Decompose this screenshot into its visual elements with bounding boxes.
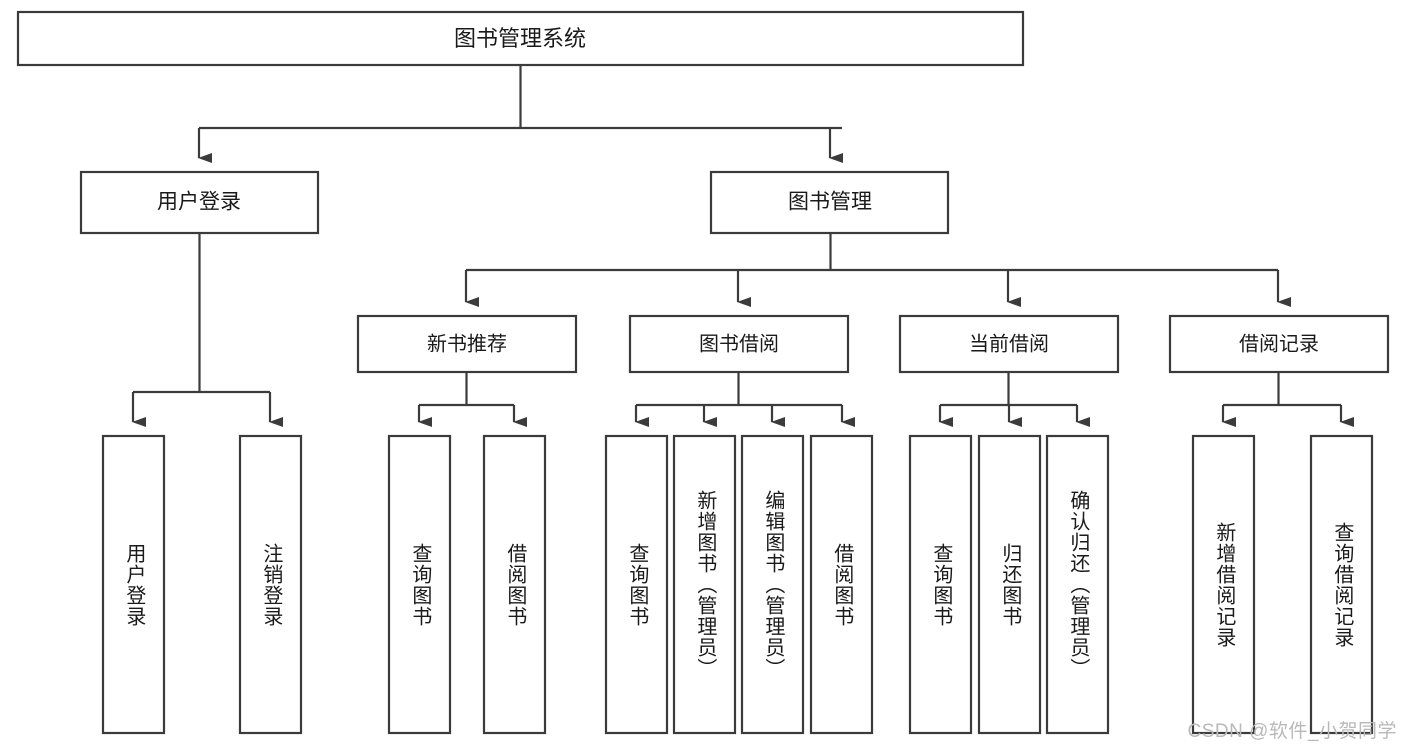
- leaf-current-2-label: 确认归还（管理员）: [1066, 490, 1089, 679]
- leaf-user-login-0-textarea: 用户登录: [122, 542, 145, 627]
- node-borrow-label: 图书借阅: [699, 332, 779, 355]
- leaf-borrow-1-label: 新增图书（管理员）: [693, 490, 716, 679]
- leaf-current-1-label: 归还图书: [998, 542, 1021, 627]
- leaf-borrow-3-label: 借阅图书: [830, 542, 853, 627]
- leaf-current-0-textarea: 查询图书: [929, 542, 952, 627]
- leaf-new-books-0-box[interactable]: [387, 434, 452, 735]
- leaf-borrow-3-textarea: 借阅图书: [830, 542, 853, 627]
- node-root[interactable]: 图书管理系统: [16, 10, 1025, 67]
- leaf-borrow-2-textarea: 编辑图书（管理员）: [761, 490, 784, 679]
- leaf-records-0-textarea: 新增借阅记录: [1212, 521, 1235, 648]
- leaf-borrow-0[interactable]: 查询图书: [604, 434, 669, 735]
- connector-layer: [131, 65, 1354, 427]
- node-borrow-records-label: 借阅记录: [1239, 332, 1319, 355]
- leaf-borrow-1-box[interactable]: [672, 434, 737, 735]
- leaf-new-books-1-box[interactable]: [482, 434, 547, 735]
- leaf-new-books-1-textarea: 借阅图书: [503, 542, 526, 627]
- node-borrow-records[interactable]: 借阅记录: [1168, 314, 1390, 374]
- leaf-current-0-box[interactable]: [908, 434, 973, 735]
- leaf-borrow-1-textarea: 新增图书（管理员）: [693, 490, 716, 679]
- node-user-login-box[interactable]: [79, 170, 320, 235]
- node-user-login[interactable]: 用户登录: [79, 170, 320, 235]
- leaf-current-2-textarea: 确认归还（管理员）: [1066, 490, 1089, 679]
- leaf-new-books-0-label: 查询图书: [408, 542, 431, 627]
- leaf-borrow-3[interactable]: 借阅图书: [809, 434, 874, 735]
- node-user-login-label: 用户登录: [157, 191, 241, 214]
- node-current-borrow-box[interactable]: [898, 314, 1120, 374]
- node-borrow-box[interactable]: [628, 314, 850, 374]
- csdn-watermark: CSDN @软件_小贺同学: [1187, 721, 1397, 742]
- leaf-records-1[interactable]: 查询借阅记录: [1309, 434, 1374, 735]
- node-current-borrow[interactable]: 当前借阅: [898, 314, 1120, 374]
- leaf-current-2-box[interactable]: [1045, 434, 1110, 735]
- leaf-user-login-1-label: 注销登录: [259, 542, 282, 627]
- leaf-borrow-0-textarea: 查询图书: [625, 542, 648, 627]
- leaf-borrow-0-box[interactable]: [604, 434, 669, 735]
- leaf-records-1-label: 查询借阅记录: [1330, 521, 1353, 648]
- node-book-mgmt[interactable]: 图书管理: [709, 170, 950, 235]
- node-borrow[interactable]: 图书借阅: [628, 314, 850, 374]
- node-root-label: 图书管理系统: [454, 26, 586, 51]
- leaf-borrow-2-label: 编辑图书（管理员）: [761, 490, 784, 679]
- node-new-books-label: 新书推荐: [427, 332, 507, 355]
- leaf-records-1-box[interactable]: [1309, 434, 1374, 735]
- leaf-borrow-3-box[interactable]: [809, 434, 874, 735]
- leaf-records-1-textarea: 查询借阅记录: [1330, 521, 1353, 648]
- leaf-borrow-1[interactable]: 新增图书（管理员）: [672, 434, 737, 735]
- leaf-current-1[interactable]: 归还图书: [977, 434, 1042, 735]
- leaf-borrow-0-label: 查询图书: [625, 542, 648, 627]
- leaf-borrow-2[interactable]: 编辑图书（管理员）: [740, 434, 805, 735]
- leaf-records-0-label: 新增借阅记录: [1212, 521, 1235, 648]
- leaf-borrow-2-box[interactable]: [740, 434, 805, 735]
- leaf-current-1-box[interactable]: [977, 434, 1042, 735]
- leaf-current-0-label: 查询图书: [929, 542, 952, 627]
- node-root-box[interactable]: [16, 10, 1025, 67]
- leaf-user-login-0-box[interactable]: [101, 434, 166, 735]
- leaf-records-0-box[interactable]: [1191, 434, 1256, 735]
- leaf-new-books-1-label: 借阅图书: [503, 542, 526, 627]
- leaf-user-login-1-textarea: 注销登录: [259, 542, 282, 627]
- leaf-user-login-0-label: 用户登录: [122, 542, 145, 627]
- node-new-books[interactable]: 新书推荐: [356, 314, 578, 374]
- node-current-borrow-label: 当前借阅: [969, 332, 1049, 355]
- leaf-records-0[interactable]: 新增借阅记录: [1191, 434, 1256, 735]
- node-borrow-records-box[interactable]: [1168, 314, 1390, 374]
- node-book-mgmt-box[interactable]: [709, 170, 950, 235]
- node-book-mgmt-label: 图书管理: [788, 191, 872, 214]
- leaf-new-books-1[interactable]: 借阅图书: [482, 434, 547, 735]
- leaf-current-0[interactable]: 查询图书: [908, 434, 973, 735]
- node-new-books-box[interactable]: [356, 314, 578, 374]
- leaf-current-2[interactable]: 确认归还（管理员）: [1045, 434, 1110, 735]
- leaf-new-books-0[interactable]: 查询图书: [387, 434, 452, 735]
- leaf-current-1-textarea: 归还图书: [998, 542, 1021, 627]
- leaf-new-books-0-textarea: 查询图书: [408, 542, 431, 627]
- leaf-user-login-1[interactable]: 注销登录: [238, 434, 303, 735]
- leaf-user-login-0[interactable]: 用户登录: [101, 434, 166, 735]
- leaf-user-login-1-box[interactable]: [238, 434, 303, 735]
